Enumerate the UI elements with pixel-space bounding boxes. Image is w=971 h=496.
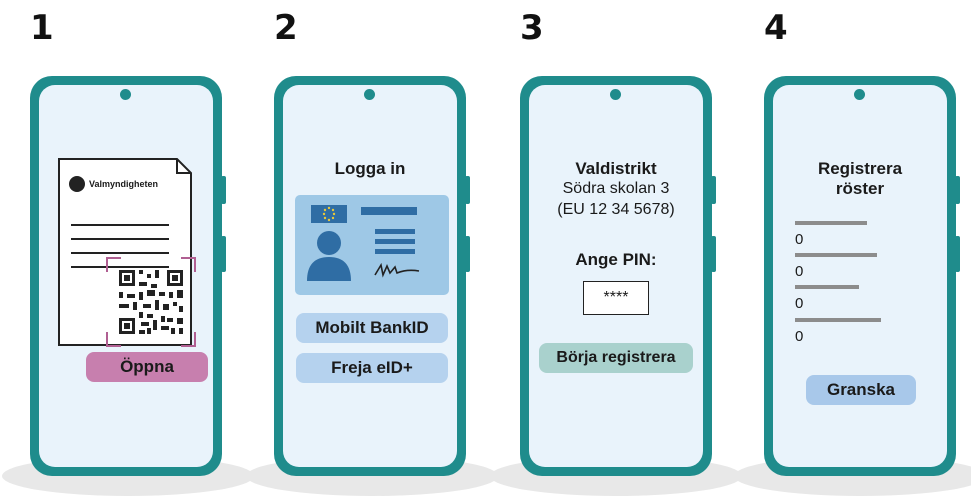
qr-scanner-icon xyxy=(106,257,196,347)
screen: Valdistrikt Södra skolan 3 (EU 12 34 567… xyxy=(529,85,703,467)
review-button[interactable]: Granska xyxy=(806,375,916,405)
pin-input[interactable]: **** xyxy=(583,281,649,315)
side-button xyxy=(221,236,226,272)
phone-step-2: Logga in Mobilt BankID Freja eID+ xyxy=(274,76,470,476)
logo-text: Valmyndigheten xyxy=(89,179,159,189)
district-name: Södra skolan 3 xyxy=(562,180,670,197)
open-button[interactable]: Öppna xyxy=(86,352,208,382)
party-label-bar xyxy=(795,318,881,322)
phone-step-3: Valdistrikt Södra skolan 3 (EU 12 34 567… xyxy=(520,76,716,476)
step-number-2: 2 xyxy=(274,8,298,48)
start-registering-button[interactable]: Börja registrera xyxy=(539,343,693,373)
side-button xyxy=(465,236,470,272)
party-label-bar xyxy=(795,285,859,289)
vote-count-field[interactable]: 0 xyxy=(795,295,804,312)
side-button xyxy=(955,176,960,204)
step-number-3: 3 xyxy=(520,8,544,48)
phone-step-4: Registrera röster 0 0 0 0 Granska xyxy=(764,76,960,476)
register-title-line2: röster xyxy=(835,179,885,198)
camera-icon xyxy=(120,89,131,100)
step-number-4: 4 xyxy=(764,8,788,48)
vote-count-field[interactable]: 0 xyxy=(795,328,804,345)
login-title: Logga in xyxy=(334,159,406,178)
bankid-button[interactable]: Mobilt BankID xyxy=(296,313,448,343)
district-title: Valdistrikt xyxy=(575,159,657,178)
vote-count-field[interactable]: 0 xyxy=(795,263,804,280)
step-number-1: 1 xyxy=(30,8,54,48)
party-label-bar xyxy=(795,221,867,225)
camera-icon xyxy=(854,89,865,100)
screen: Valmyndigheten xyxy=(39,85,213,467)
vote-count-field[interactable]: 0 xyxy=(795,231,804,248)
side-button xyxy=(221,176,226,204)
phone-step-1: Valmyndigheten xyxy=(30,76,226,476)
id-card-icon xyxy=(295,195,449,295)
freja-button[interactable]: Freja eID+ xyxy=(296,353,448,383)
side-button xyxy=(711,236,716,272)
party-label-bar xyxy=(795,253,877,257)
ballot-document-icon xyxy=(58,158,192,346)
camera-icon xyxy=(364,89,375,100)
pin-label: Ange PIN: xyxy=(575,250,657,269)
district-code: (EU 12 34 5678) xyxy=(557,201,675,218)
camera-icon xyxy=(610,89,621,100)
side-button xyxy=(955,236,960,272)
screen: Logga in Mobilt BankID Freja eID+ xyxy=(283,85,457,467)
screen: Registrera röster 0 0 0 0 Granska xyxy=(773,85,947,467)
side-button xyxy=(711,176,716,204)
register-title-line1: Registrera xyxy=(817,159,903,178)
side-button xyxy=(465,176,470,204)
